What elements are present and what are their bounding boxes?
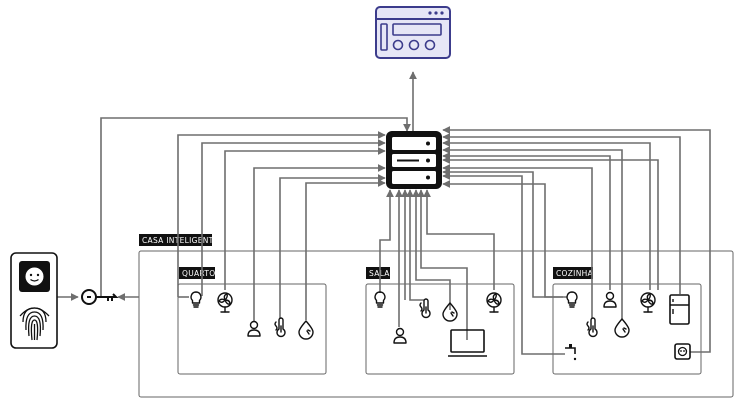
- refrigerator-icon: [669, 294, 690, 325]
- server-rack-icon: [386, 131, 442, 189]
- fan-icon: [217, 292, 233, 313]
- svg-text:QUARTO: QUARTO: [182, 269, 215, 278]
- dashboard-window-icon: [375, 6, 451, 59]
- thermometer-icon: [419, 298, 431, 319]
- television-icon: [448, 329, 487, 357]
- house-boundary: [138, 250, 734, 398]
- light-bulb-icon: [374, 291, 386, 308]
- fingerprint-icon: [19, 307, 50, 341]
- room-label-cozinha: COZINHA: [553, 267, 594, 279]
- person-icon: [247, 320, 261, 337]
- svg-text:COZINHA: COZINHA: [556, 269, 594, 278]
- face-id-icon: [19, 261, 50, 292]
- room-sala-boundary: [365, 283, 515, 375]
- humidity-drop-icon: [298, 320, 314, 340]
- fan-icon: [640, 292, 656, 313]
- humidity-drop-icon: [614, 318, 630, 338]
- room-cozinha-boundary: [552, 283, 702, 375]
- person-icon: [393, 327, 407, 344]
- key-icon: [81, 289, 119, 305]
- person-icon: [603, 291, 617, 308]
- room-quarto-boundary: [177, 283, 327, 375]
- power-outlet-icon: [674, 343, 691, 360]
- svg-text:CASA INTELIGENTE: CASA INTELIGENTE: [142, 236, 219, 245]
- thermometer-icon: [586, 317, 598, 338]
- room-label-sala: SALA: [366, 267, 390, 279]
- thermometer-icon: [274, 317, 286, 338]
- faucet-icon: [565, 344, 577, 361]
- fan-icon: [486, 292, 502, 313]
- light-bulb-icon: [566, 291, 578, 308]
- house-label: CASA INTELIGENTE: [139, 234, 219, 246]
- connection-wires: [57, 71, 711, 355]
- authentication-panel: [10, 252, 58, 349]
- light-bulb-icon: [190, 291, 202, 308]
- room-label-quarto: QUARTO: [179, 267, 215, 279]
